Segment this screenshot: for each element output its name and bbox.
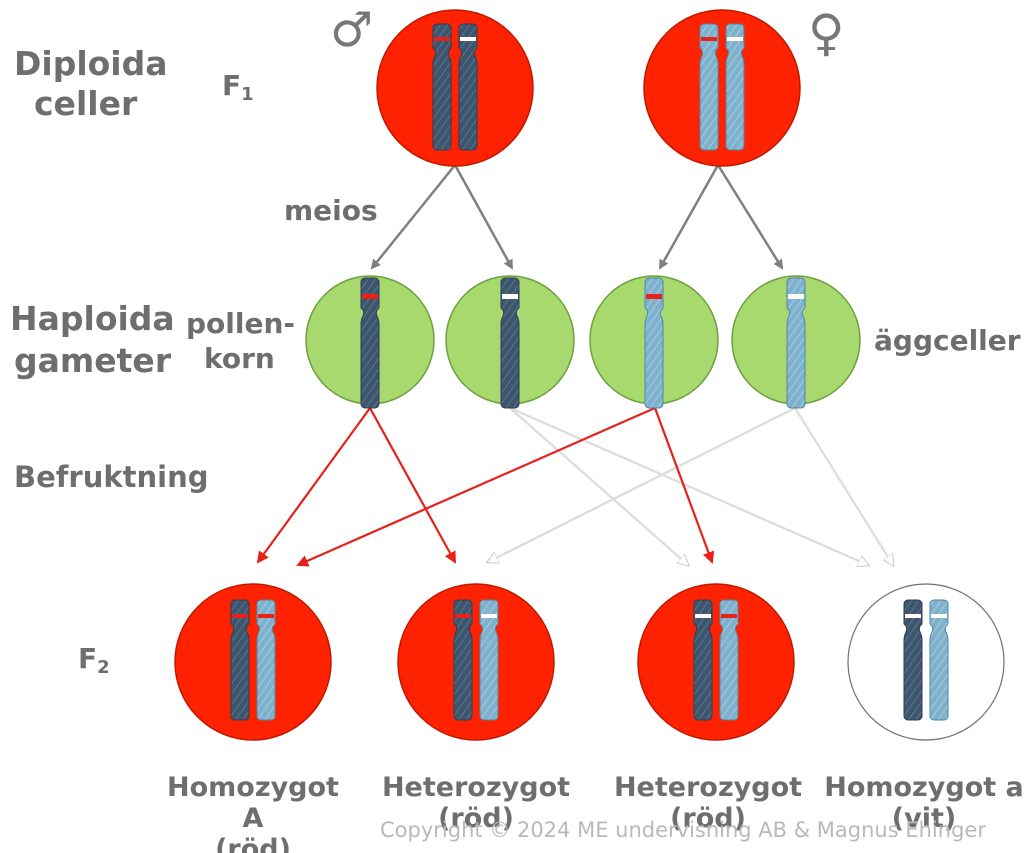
gamete-egg-red xyxy=(589,275,719,409)
label-diploida-line2: celler xyxy=(34,84,138,123)
arrow-m3 xyxy=(658,164,720,270)
fertilization-red-arrows xyxy=(256,406,715,567)
female-symbol-icon: ♀ xyxy=(808,4,845,62)
f2-homozygous-white xyxy=(847,583,1005,741)
fertilization-pale-arrows xyxy=(488,406,893,565)
arrow-m4 xyxy=(716,164,784,270)
label-haploida-line2: gameter xyxy=(14,341,172,380)
caption-line2: (röd) xyxy=(438,803,514,834)
label-haploida-line1: Haploida xyxy=(10,299,175,338)
f2-heterozygous-2 xyxy=(637,583,795,741)
f1-male-cell xyxy=(376,9,534,167)
f2-heterozygous-1 xyxy=(397,583,555,741)
f2-homozygous-red xyxy=(174,583,332,741)
caption-line1: Heterozygot xyxy=(613,772,803,803)
arrow-m2 xyxy=(453,164,514,270)
meiosis-arrows xyxy=(370,164,784,270)
label-pollen-line2: korn xyxy=(204,342,275,375)
copyright-text: Copyright © 2024 ME undervisning AB & Ma… xyxy=(380,818,986,842)
gamete-egg-white xyxy=(731,275,861,409)
chromosome-pair xyxy=(699,23,745,151)
label-aggceller: äggceller xyxy=(874,324,1021,357)
label-diploida-line1: Diploida xyxy=(14,44,168,83)
caption-heterozygot-1: Heterozygot (röd) xyxy=(376,772,576,834)
caption-line1: Homozygot a xyxy=(824,772,1024,803)
caption-line1: Heterozygot xyxy=(381,772,571,803)
caption-line2: (röd) xyxy=(215,834,291,853)
caption-line2: (vit) xyxy=(891,803,957,834)
label-meios: meios xyxy=(284,194,378,227)
caption-homozygot-a: Homozygot A (röd) xyxy=(153,772,353,853)
label-f1: F1 xyxy=(222,69,254,105)
label-befruktning: Befruktning xyxy=(14,460,208,494)
caption-line1: Homozygot A xyxy=(167,772,339,834)
label-pollen-line1: pollen- xyxy=(186,307,295,340)
label-f2: F2 xyxy=(78,642,110,678)
gamete-pollen-white xyxy=(445,275,575,409)
caption-homozygot-a-white: Homozygot a (vit) xyxy=(824,772,1024,834)
arrow-m1 xyxy=(370,164,456,270)
male-symbol-icon: ♂ xyxy=(330,2,373,58)
caption-line2: (röd) xyxy=(670,803,746,834)
caption-heterozygot-2: Heterozygot (röd) xyxy=(608,772,808,834)
gamete-pollen-red xyxy=(305,275,435,409)
chromosome-pair xyxy=(432,23,478,151)
f1-female-cell xyxy=(643,9,801,167)
